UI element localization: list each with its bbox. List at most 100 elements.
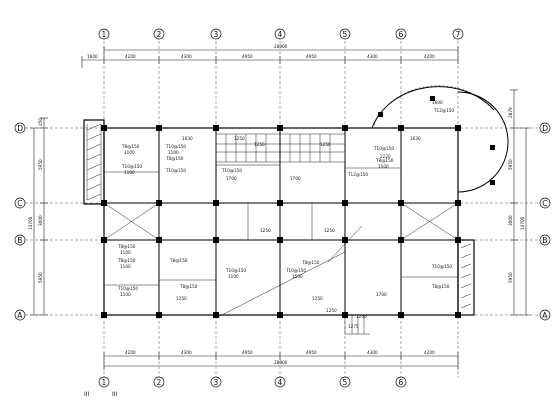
misc-label: 1700 <box>376 292 387 297</box>
slab-label: 1100 <box>120 250 131 255</box>
axis-bubbles-top: 1 2 3 4 5 6 7 <box>98 28 464 40</box>
misc-label: 1630 <box>410 136 421 141</box>
right-dim-3: 5950 <box>508 272 513 283</box>
slab-label: 1250 <box>312 296 323 301</box>
slab-label: 1100 <box>168 150 179 155</box>
misc-label: 1250 <box>324 228 335 233</box>
axis-label-top: 3 <box>214 30 219 39</box>
right-dim-1: 5950 <box>508 159 513 170</box>
axis-bubbles-bottom: 1 2 3 4 5 6 <box>98 376 407 388</box>
top-dim-1: 4200 <box>125 54 136 59</box>
corner-mark: III <box>84 391 90 398</box>
slab-labels: T8@150 1100 T10@150 1100 T8@150 T10@150 … <box>117 100 454 301</box>
right-total-dim: 14700 <box>520 216 525 230</box>
axis-label-left: B <box>17 236 22 245</box>
axis-label-left: D <box>17 124 23 133</box>
bottom-dim-4: 4300 <box>367 350 378 355</box>
slab-label: T10@150 <box>165 168 186 173</box>
top-dim-6: 4200 <box>424 54 435 59</box>
axis-bubbles-right: A B C D <box>539 122 551 321</box>
axis-label-bottom: 5 <box>343 378 348 387</box>
slab-label: T10@150 <box>165 144 186 149</box>
slab-label: T10@150 <box>373 146 394 151</box>
axis-label-left: C <box>17 199 22 208</box>
slab-label: 1700 <box>290 176 301 181</box>
axis-label-left: A <box>17 311 23 320</box>
corner-mark: III <box>112 391 118 398</box>
slab-label: 1500 <box>292 274 303 279</box>
slab-label: T8@150 <box>117 244 136 249</box>
top-dim-4: 4950 <box>306 54 317 59</box>
slab-label: 1100 <box>124 150 135 155</box>
slab-label: T10@150 <box>221 168 242 173</box>
right-dim-2: 3000 <box>508 215 513 226</box>
slab-label: T10@150 <box>225 268 246 273</box>
slab-label: T8@150 <box>117 258 136 263</box>
axis-label-top: 6 <box>399 30 404 39</box>
axis-label-top: 4 <box>278 30 283 39</box>
top-dim-2: 4300 <box>181 54 192 59</box>
slab-label: T8@150 <box>431 284 450 289</box>
bottom-dim-3: 4950 <box>306 350 317 355</box>
slab-label: T8@150 <box>121 144 140 149</box>
slab-label: T12@150 <box>347 172 368 177</box>
top-dimension-chain: 1600 4200 4300 4950 4950 4300 4200 28900 <box>81 44 459 68</box>
grid-lines <box>20 36 545 378</box>
left-dim-1: 5950 <box>38 159 43 170</box>
axis-label-right: B <box>542 236 547 245</box>
left-dim-0: 250 <box>38 118 43 126</box>
slab-label: 1700 <box>226 176 237 181</box>
slab-label: T12@150 <box>433 108 454 113</box>
bottom-dim-0: 4200 <box>125 350 136 355</box>
slab-label: T10@150 <box>431 264 452 269</box>
axis-label-right: A <box>542 311 548 320</box>
misc-label: 1250 <box>326 308 337 313</box>
slab-label: 1250 <box>176 296 187 301</box>
axis-label-right: C <box>542 199 547 208</box>
right-dim-0: 2879 <box>508 107 513 118</box>
columns <box>101 96 495 318</box>
slab-label: 1250 <box>254 142 265 147</box>
misc-label: 1250 <box>356 314 367 319</box>
top-dim-3: 4950 <box>242 54 253 59</box>
left-dim-2: 3000 <box>38 215 43 226</box>
axis-label-bottom: 4 <box>278 378 283 387</box>
axis-label-bottom: 3 <box>214 378 219 387</box>
slab-label: T8@150 <box>301 260 320 265</box>
slab-label: 1250 <box>320 142 331 147</box>
slab-label: T8@150 <box>169 258 188 263</box>
right-dimension-chain: 2879 5950 3000 5950 14700 <box>508 89 530 316</box>
slab-label: T10@150 <box>285 268 306 273</box>
axis-label-bottom: 1 <box>102 378 107 387</box>
misc-label: 2220 <box>380 154 391 159</box>
slab-label: 1100 <box>120 292 131 297</box>
slab-label: 1100 <box>378 164 389 169</box>
misc-label: 1630 <box>182 136 193 141</box>
bottom-dim-2: 4950 <box>242 350 253 355</box>
bottom-dim-5: 4200 <box>424 350 435 355</box>
slab-label: T8@150 <box>179 284 198 289</box>
structure-outline <box>83 85 509 335</box>
left-total-dim: 14700 <box>28 216 33 230</box>
axis-bubbles-left: A B C D <box>14 122 26 321</box>
top-dim-0: 1600 <box>87 54 98 59</box>
axis-label-bottom: 2 <box>157 378 162 387</box>
slab-label: T10@150 <box>121 164 142 169</box>
misc-label: 1275 <box>348 324 359 329</box>
slab-label: 1100 <box>124 170 135 175</box>
top-overall-dim: 28900 <box>274 44 288 49</box>
misc-labels: 1275 1250 1250 2220 1630 1630 1700 1250 … <box>182 136 421 329</box>
axis-label-top: 7 <box>456 30 461 39</box>
slab-label: 1600 <box>432 100 443 105</box>
slab-label: T10@150 <box>117 286 138 291</box>
left-dimension-chain: 250 5950 3000 5950 14700 <box>28 118 48 316</box>
left-dim-3: 5950 <box>38 272 43 283</box>
slab-label: 1100 <box>120 264 131 269</box>
misc-label: 1250 <box>234 136 245 141</box>
axis-label-right: D <box>542 124 548 133</box>
slab-label: T8@150 <box>375 158 394 163</box>
axis-label-bottom: 6 <box>399 378 404 387</box>
bottom-dim-1: 4300 <box>181 350 192 355</box>
slab-label: T8@150 <box>165 156 184 161</box>
